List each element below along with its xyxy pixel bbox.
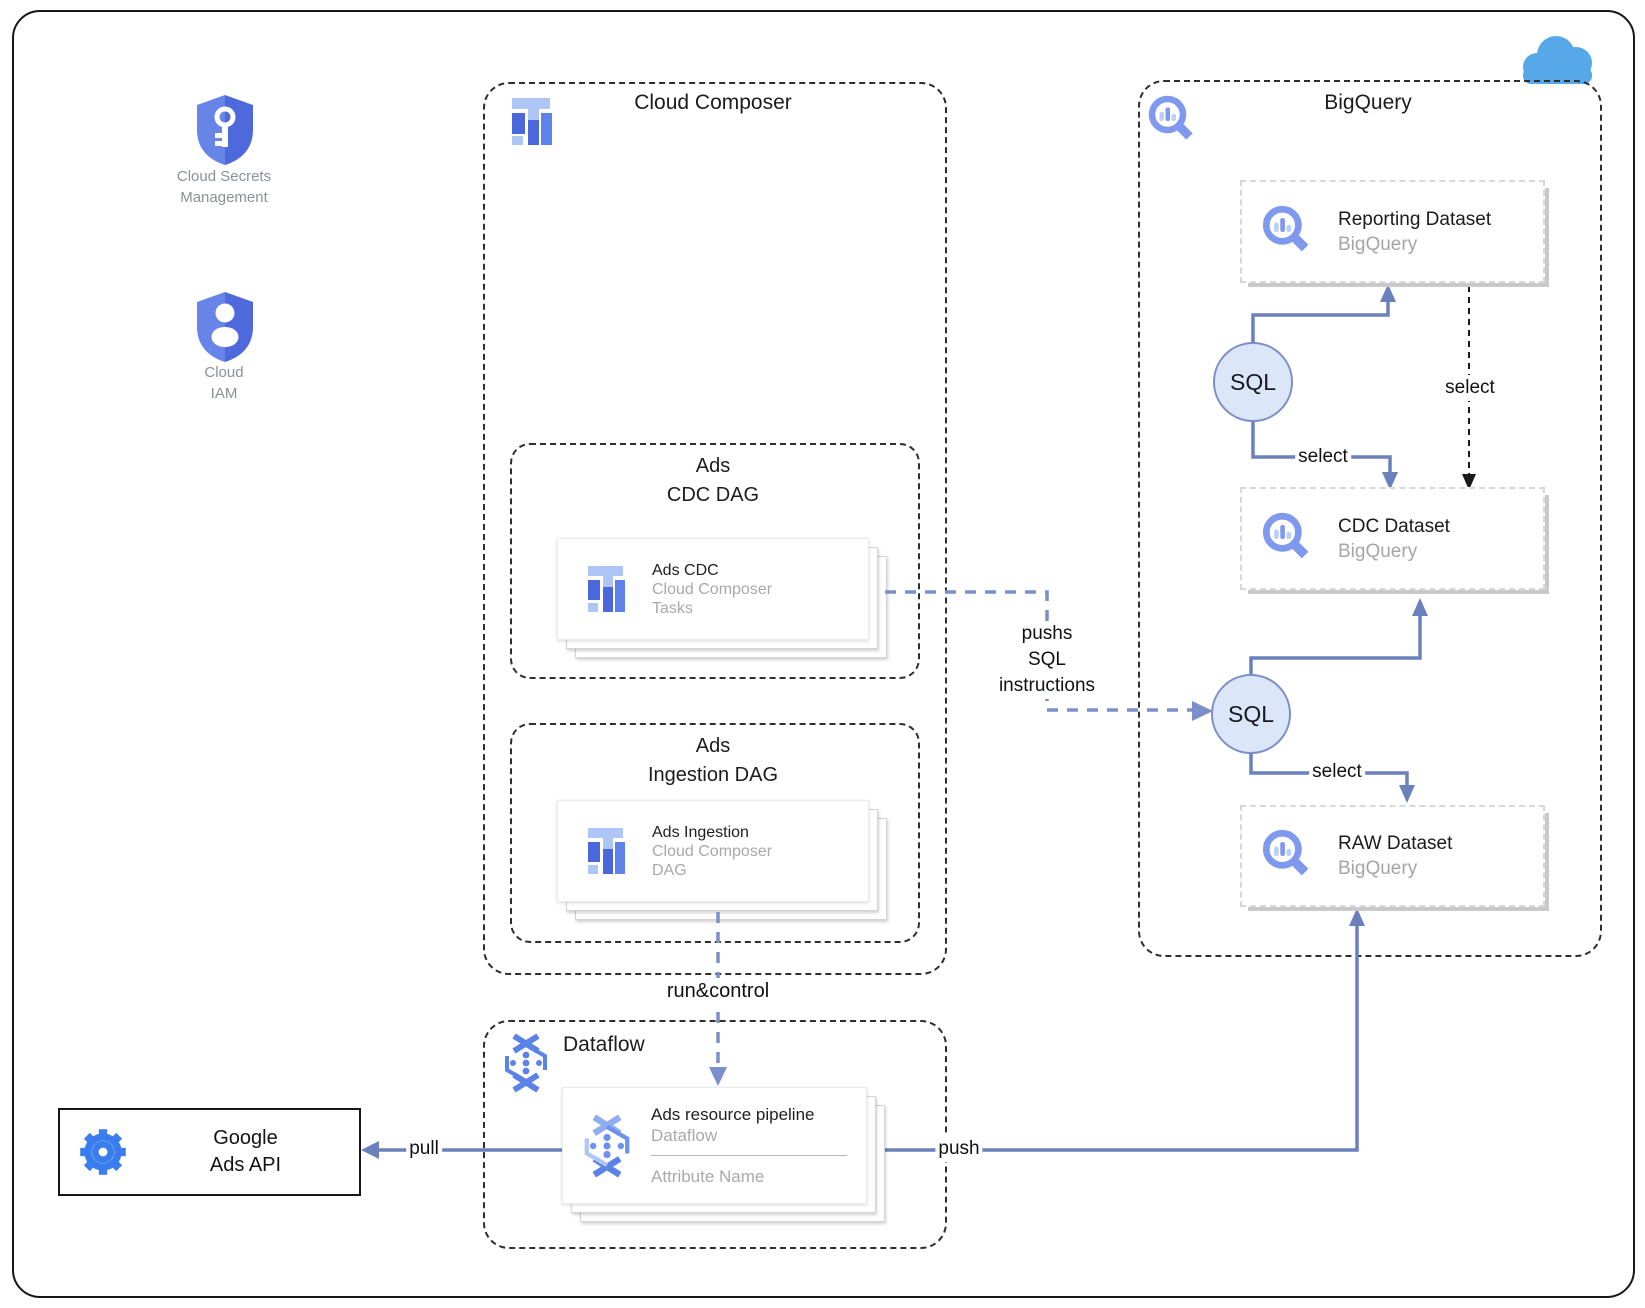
edge-label-select-dashed: select	[1442, 375, 1498, 401]
raw-dataset-title: RAW Dataset	[1338, 833, 1453, 854]
reporting-dataset-title: Reporting Dataset	[1338, 208, 1492, 230]
reporting-dataset-subtitle: BigQuery	[1338, 233, 1418, 255]
ads-ingestion-card-subtitle1: Cloud Composer	[652, 842, 773, 860]
ads-cdc-card-subtitle2: Tasks	[652, 599, 693, 617]
sql-node-top: SQL	[1213, 342, 1293, 422]
gear-icon	[80, 1129, 126, 1175]
ads-ingestion-dag-box	[510, 723, 920, 943]
ads-ingestion-card-title: Ads Ingestion	[652, 823, 749, 841]
bigquery-title: BigQuery	[1324, 91, 1412, 114]
ads-ingestion-card-subtitle2: DAG	[652, 861, 687, 879]
cloud-composer-icon	[586, 827, 626, 875]
bigquery-icon	[1148, 95, 1193, 140]
cdc-dataset-subtitle: BigQuery	[1338, 540, 1418, 562]
edge-label-push: push	[935, 1136, 983, 1162]
ads-cdc-card-title: Ads CDC	[652, 561, 719, 579]
cloud-secrets-icon	[197, 95, 253, 165]
edge-label-pull: pull	[406, 1136, 442, 1162]
sql-node-bottom: SQL	[1211, 674, 1291, 754]
cloud-composer-title: Cloud Composer	[634, 91, 792, 114]
dataflow-icon	[584, 1114, 630, 1177]
cloud-composer-icon	[509, 96, 553, 146]
bigquery-icon	[1262, 512, 1309, 558]
ads-cdc-dag-title: Ads CDC DAG	[666, 455, 760, 506]
dataflow-title: Dataflow	[563, 1033, 645, 1056]
ads-ingestion-card: Ads Ingestion Cloud Composer DAG	[557, 800, 887, 920]
reporting-dataset-card: Reporting Dataset BigQuery	[1240, 180, 1545, 283]
google-ads-api-label: Google Ads API	[209, 1127, 282, 1176]
dataflow-card-attribute: Attribute Name	[651, 1167, 765, 1186]
card-divider	[651, 1155, 847, 1156]
raw-dataset-subtitle: BigQuery	[1338, 858, 1418, 879]
cloud-iam-icon	[197, 292, 253, 362]
google-ads-api-box: Google Ads API	[58, 1108, 361, 1196]
ads-cdc-card: Ads CDC Cloud Composer Tasks	[557, 538, 887, 658]
cloud-composer-container	[483, 82, 947, 975]
ads-ingestion-dag-title: Ads Ingestion DAG	[647, 735, 779, 786]
ads-cdc-card-subtitle1: Cloud Composer	[652, 580, 773, 598]
bigquery-container	[1138, 80, 1602, 957]
dataflow-card: Ads resource pipeline Dataflow Attribute…	[562, 1087, 885, 1222]
dataflow-container	[483, 1020, 947, 1249]
cloud-iam-label: Cloud IAM	[204, 364, 244, 402]
cdc-dataset-card: CDC Dataset BigQuery	[1240, 487, 1545, 590]
edge-label-run-control: run&control	[663, 978, 773, 1004]
cloud-composer-icon	[586, 565, 626, 613]
edge-label-pushes-sql-instructions: pushs SQL instructions	[995, 621, 1099, 699]
cloud-icon	[1523, 36, 1592, 84]
cloud-secrets-label: Cloud Secrets Management	[176, 168, 272, 206]
cdc-dataset-title: CDC Dataset	[1338, 515, 1450, 537]
raw-dataset-card: RAW Dataset BigQuery	[1240, 805, 1545, 907]
bigquery-icon	[1262, 205, 1309, 251]
edge-label-select-bottom: select	[1309, 759, 1365, 785]
dataflow-card-subtitle: Dataflow	[651, 1126, 718, 1145]
dataflow-card-title: Ads resource pipeline	[651, 1105, 815, 1124]
edge-label-select-top: select	[1295, 444, 1351, 470]
ads-cdc-dag-box	[510, 443, 920, 679]
outer-frame	[12, 10, 1635, 1298]
dataflow-icon	[505, 1033, 547, 1093]
bigquery-icon	[1262, 829, 1309, 876]
